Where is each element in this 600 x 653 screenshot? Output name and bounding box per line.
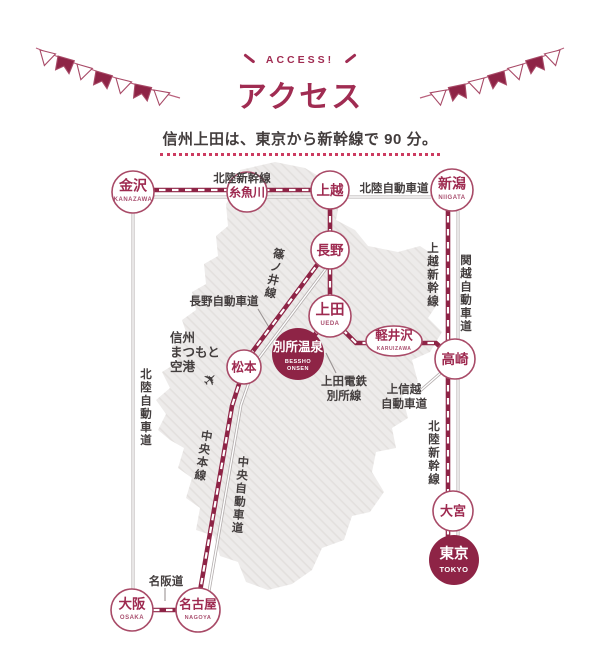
map-node-karuizawa: 軽井沢 KARUIZAWA [365,325,423,357]
node-label-tokyo: 東京 [440,545,469,563]
node-romaji-niigata: NIIGATA [438,195,465,201]
map-node-ueda: 上田 UEDA [308,294,352,338]
map-node-osaka: 大阪 OSAKA [110,588,154,632]
node-label-itoigawa: 糸魚川 [229,184,265,199]
node-label-ueda: 上田 [316,302,345,319]
map-node-itoigawa: 糸魚川 [226,171,268,213]
node-romaji-karuizawa: KARUIZAWA [377,346,412,352]
node-label-joetsu: 上越 [317,182,344,198]
node-label-karuizawa: 軽井沢 [375,328,413,343]
route-label-hokuriku-expressway-top: 北陸自動車道 [360,181,429,195]
node-label-nagoya: 名古屋 [179,597,217,612]
page-title: アクセス [236,81,364,114]
route-label-joetsu-shinkansen: 上越新幹線 [426,241,439,308]
route-label-hokuriku-expressway-left: 北陸自動車道 [140,367,152,447]
route-label-shinonoi-line: 篠ノ井線 [264,246,287,301]
node-romaji-bessho-onsen: BESSHO [285,359,311,365]
node-label-takasaki: 高崎 [442,351,469,367]
node-label-omiya: 大宮 [440,504,466,519]
node-label-nagano: 長野 [317,243,344,258]
map-node-takasaki: 高崎 [434,338,476,380]
map-node-niigata: 新潟 NIIGATA [430,168,474,212]
route-label-chuo-main-line: 中央本線 [194,428,214,483]
route-label-meihan-road: 名阪道 [149,574,184,588]
node-romaji-bessho-onsen: ONSEN [287,366,309,372]
road-joshinetsu-expressway [419,369,444,393]
node-romaji-osaka: OSAKA [120,615,144,621]
subtitle: 信州上田は、東京から新幹線で 90 分。 [160,128,440,156]
node-romaji-kanazawa: KANAZAWA [114,197,153,203]
map-node-joetsu: 上越 [310,170,350,210]
route-label-joshinetsu-expressway: 上信越自動車道 [381,382,427,411]
route-label-chuo-expressway: 中央自動車道 [231,455,250,536]
bunting-right-icon [419,47,565,107]
ueda-dentetsu-pointer [325,352,337,374]
node-romaji-nagoya: NAGOYA [185,615,212,621]
access-label: ACCESS! [265,54,335,66]
map-node-kanazawa: 金沢 KANAZAWA [111,170,155,214]
map-node-tokyo: 東京 TOKYO [429,535,479,585]
bunting-left-icon [35,47,181,107]
node-romaji-ueda: UEDA [320,321,339,327]
route-label-kanetsu-expressway: 関越自動車道 [459,254,472,333]
route-label-hokuriku-shinkansen-south: 北陸新幹線 [428,419,440,486]
access-eyebrow: ACCESS! [0,53,600,66]
nagano-expressway-pointer [257,308,271,330]
node-label-bessho-onsen: 別所温泉 [272,339,324,354]
node-romaji-tokyo: TOKYO [439,565,468,574]
node-label-niigata: 新潟 [438,176,466,192]
subtitle-wrap: 信州上田は、東京から新幹線で 90 分。 [0,128,600,156]
route-label-matsumoto-airport: 信州まつもと空港 [170,330,220,374]
route-label-nagano-expressway: 長野自動車道 [190,294,259,308]
route-label-hokuriku-shinkansen-top: 北陸新幹線 [213,171,271,185]
map-node-nagoya: 名古屋 NAGOYA [175,587,221,633]
map-node-matsumoto: 松本 [226,349,262,385]
node-label-kanazawa: 金沢 [118,178,148,194]
node-label-osaka: 大阪 [119,596,146,612]
route-label-ueda-dentetsu: 上田電鉄別所線 [321,374,367,403]
node-label-matsumoto: 松本 [231,360,257,375]
map-node-nagano: 長野 [310,230,350,270]
map-node-omiya: 大宮 [432,490,474,532]
